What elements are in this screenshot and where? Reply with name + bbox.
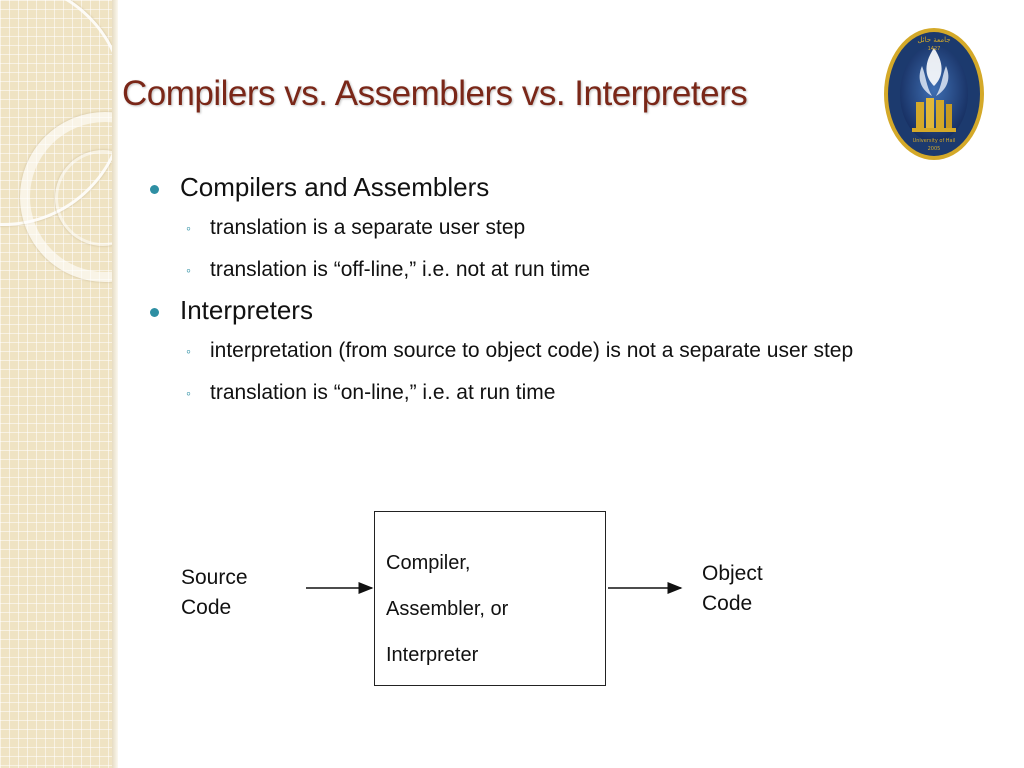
sub-bullet-text: translation is “off-line,” i.e. not at r… xyxy=(210,258,591,281)
sub-bullet-item: ◦ translation is a separate user step xyxy=(150,211,940,245)
bullet-text: Compilers and Assemblers xyxy=(180,172,490,202)
sub-bullet-circle-icon: ◦ xyxy=(186,385,191,401)
translator-box-text: Compiler, Assembler, or Interpreter xyxy=(386,552,509,666)
sub-bullet-item: ◦ translation is “off-line,” i.e. not at… xyxy=(150,253,940,287)
svg-text:2005: 2005 xyxy=(928,146,941,152)
university-seal-icon: جامعة حائل 1427 University of Hail 2005 xyxy=(884,28,984,160)
bullet-dot-icon xyxy=(150,308,159,317)
sub-bullet-item: ◦ translation is “on-line,” i.e. at run … xyxy=(150,376,940,410)
sub-bullet-circle-icon: ◦ xyxy=(186,262,191,278)
sub-bullet-text: translation is a separate user step xyxy=(210,216,526,239)
bullet-list: Compilers and Assemblers ◦ translation i… xyxy=(150,170,940,418)
sub-bullet-text: translation is “on-line,” i.e. at run ti… xyxy=(210,381,556,404)
sub-bullet-circle-icon: ◦ xyxy=(186,343,191,359)
translator-box: Compiler, Assembler, or Interpreter xyxy=(374,511,606,686)
sub-bullet-item: ◦ interpretation (from source to object … xyxy=(150,334,940,368)
bullet-text: Interpreters xyxy=(180,295,313,325)
object-code-label: Object Code xyxy=(702,562,763,615)
decorative-sidebar xyxy=(0,0,112,768)
sub-bullet-text: interpretation (from source to object co… xyxy=(210,339,854,362)
sub-bullet-circle-icon: ◦ xyxy=(186,220,191,236)
bullet-item: Compilers and Assemblers xyxy=(150,172,940,203)
source-code-label: Source Code xyxy=(181,566,248,619)
sidebar-edge xyxy=(112,0,118,768)
svg-text:University of Hail: University of Hail xyxy=(913,138,956,144)
bullet-dot-icon xyxy=(150,185,159,194)
svg-text:1427: 1427 xyxy=(928,46,941,52)
slide-title: Compilers vs. Assemblers vs. Interpreter… xyxy=(122,74,748,113)
bullet-item: Interpreters xyxy=(150,295,940,326)
svg-text:جامعة حائل: جامعة حائل xyxy=(917,36,950,44)
